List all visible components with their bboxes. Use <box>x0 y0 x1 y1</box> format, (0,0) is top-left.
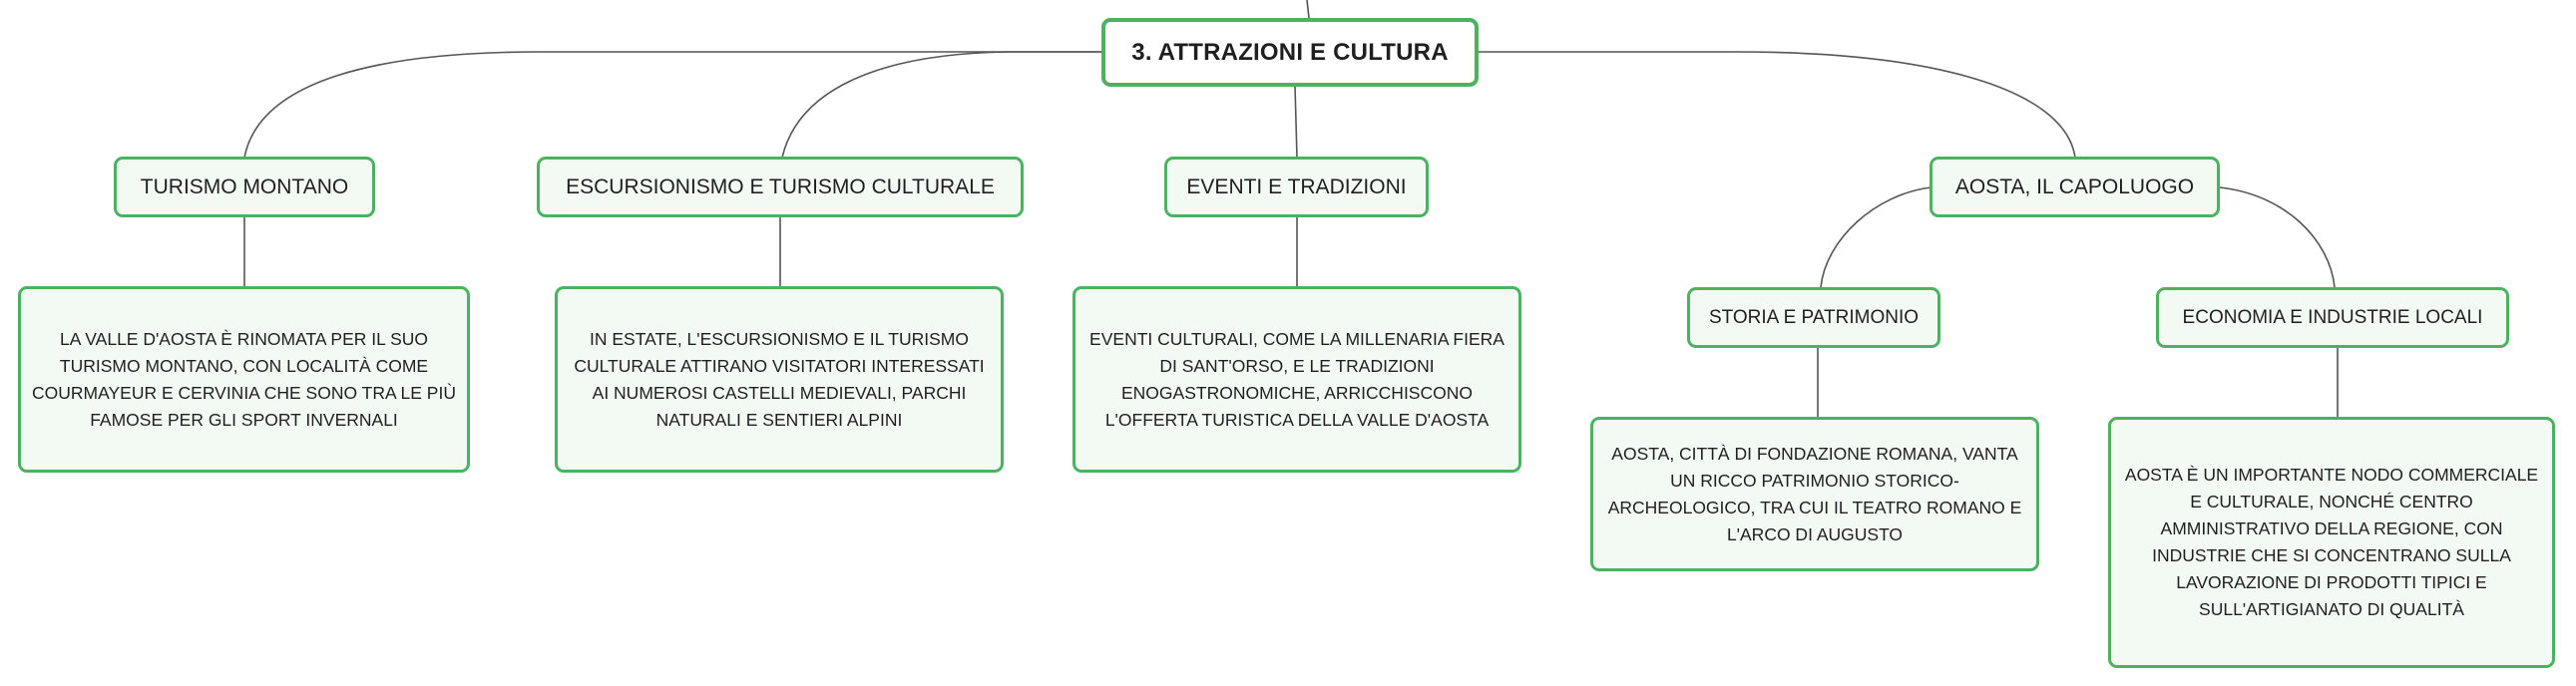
detail-storia-patrimonio: AOSTA, CITTÀ DI FONDAZIONE ROMANA, VANTA… <box>1590 417 2039 571</box>
connector-aosta-storia <box>1820 186 1932 288</box>
connector-aosta-economia <box>2219 186 2336 288</box>
detail-eventi-tradizioni: EVENTI CULTURALI, COME LA MILLENARIA FIE… <box>1073 286 1521 473</box>
detail-text: AOSTA È UN IMPORTANTE NODO COMMERCIALE E… <box>2124 465 2539 619</box>
subtopic-economia-industrie-locali[interactable]: ECONOMIA E INDUSTRIE LOCALI <box>2156 287 2509 348</box>
detail-text: LA VALLE D'AOSTA È RINOMATA PER IL SUO T… <box>32 328 456 430</box>
topic-aosta-capoluogo[interactable]: AOSTA, IL CAPOLUOGO <box>1930 157 2220 217</box>
topic-label: EVENTI E TRADIZIONI <box>1186 174 1407 198</box>
topic-eventi-tradizioni[interactable]: EVENTI E TRADIZIONI <box>1164 157 1429 217</box>
connector-root-turismo-montano <box>243 51 1101 159</box>
detail-escursionismo: IN ESTATE, L'ESCURSIONISMO E IL TURISMO … <box>555 286 1004 473</box>
root-topic-label: 3. ATTRAZIONI E CULTURA <box>1131 38 1449 66</box>
topic-label: AOSTA, IL CAPOLUOGO <box>1954 174 2195 198</box>
connector-root-escursionismo <box>781 51 1101 159</box>
subtopic-storia-patrimonio[interactable]: STORIA E PATRIMONIO <box>1687 287 1940 348</box>
detail-text: AOSTA, CITTÀ DI FONDAZIONE ROMANA, VANTA… <box>1607 443 2022 544</box>
connector-to-parent <box>1306 0 1310 19</box>
connector-root-eventi <box>1294 85 1298 159</box>
detail-economia-industrie: AOSTA È UN IMPORTANTE NODO COMMERCIALE E… <box>2108 417 2555 668</box>
root-topic[interactable]: 3. ATTRAZIONI E CULTURA <box>1101 18 1479 87</box>
subtopic-label: ECONOMIA E INDUSTRIE LOCALI <box>2182 306 2483 328</box>
topic-label: ESCURSIONISMO E TURISMO CULTURALE <box>566 174 995 198</box>
detail-turismo-montano: LA VALLE D'AOSTA È RINOMATA PER IL SUO T… <box>18 286 470 473</box>
detail-text: EVENTI CULTURALI, COME LA MILLENARIA FIE… <box>1089 328 1504 430</box>
connector-root-aosta <box>1477 51 2076 159</box>
subtopic-label: STORIA E PATRIMONIO <box>1708 306 1920 328</box>
topic-escursionismo-turismo-culturale[interactable]: ESCURSIONISMO E TURISMO CULTURALE <box>537 157 1024 217</box>
detail-text: IN ESTATE, L'ESCURSIONISMO E IL TURISMO … <box>574 328 985 430</box>
topic-turismo-montano[interactable]: TURISMO MONTANO <box>114 157 375 217</box>
topic-label: TURISMO MONTANO <box>140 174 349 198</box>
